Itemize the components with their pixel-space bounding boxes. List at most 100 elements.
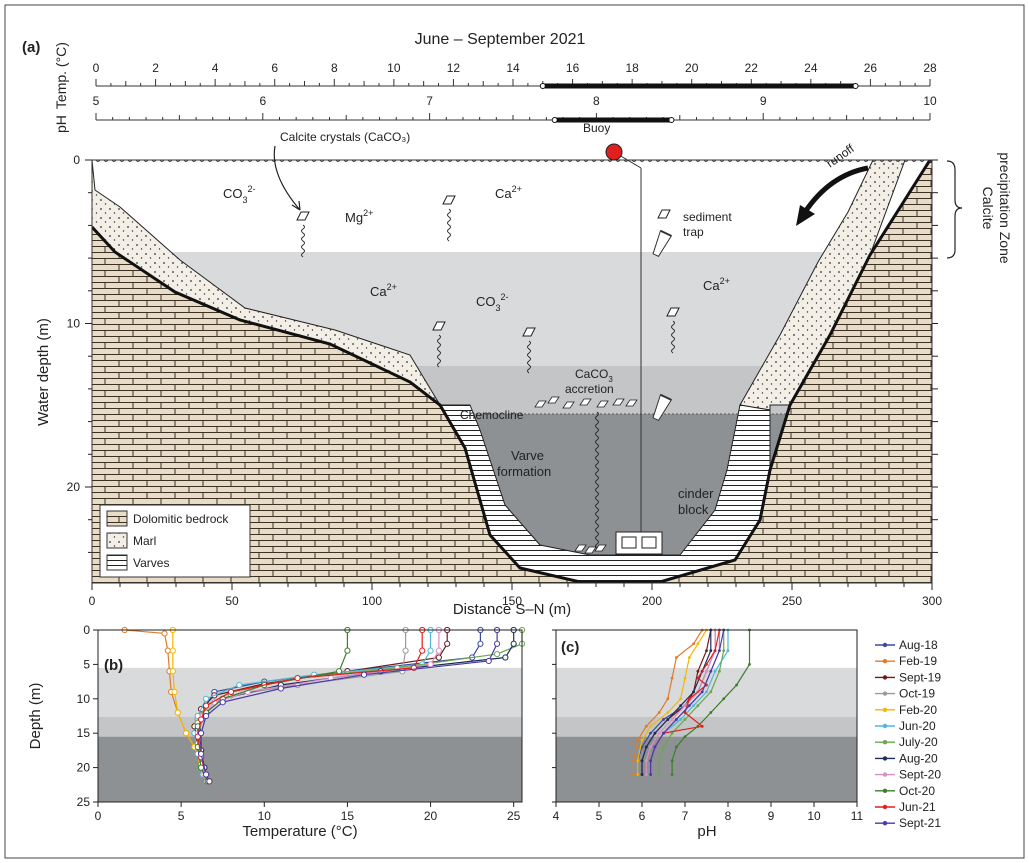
panel-c-series	[632, 628, 751, 776]
series-point	[670, 773, 674, 776]
label-caco3-accretion: CaCO3	[575, 367, 613, 384]
series-point	[657, 773, 661, 776]
x-tick-label: 10	[258, 809, 272, 823]
sediment-trap-lower-icon	[652, 393, 673, 421]
series-point	[636, 738, 640, 742]
series-line	[645, 630, 716, 775]
x-tick-label: 20	[424, 809, 438, 823]
series-point	[169, 668, 176, 675]
series-point	[683, 735, 687, 739]
series-point	[649, 731, 652, 735]
series-point	[700, 724, 704, 728]
series-point	[644, 745, 648, 749]
label-calcite-crystals: Calcite crystals (CaCO₃)	[280, 130, 410, 144]
scale-axis-labels: pHTemp. (°C)	[53, 42, 69, 133]
series-point	[219, 699, 226, 706]
series-point	[644, 759, 648, 763]
series-point	[679, 697, 683, 701]
legend-item: Jun-20	[875, 719, 936, 733]
x-tick-label: 5	[178, 809, 185, 823]
series-point	[683, 676, 687, 680]
series-point	[202, 771, 210, 778]
series-point	[696, 704, 700, 708]
label-accretion: accretion	[565, 382, 614, 396]
panel-b-band-middle	[98, 716, 522, 737]
legend-label: Aug-18	[899, 638, 938, 652]
x-tick-label: 0	[95, 809, 102, 823]
series-line	[641, 630, 712, 775]
legend-label: Sept-19	[899, 670, 941, 684]
series-point	[657, 711, 661, 714]
series-line	[671, 630, 751, 775]
temp-tick-label: 4	[212, 61, 219, 75]
legend-item: Feb-19	[875, 654, 937, 668]
series-point	[174, 709, 181, 716]
label-co3-mid: CO32-	[476, 292, 509, 313]
series-point	[726, 649, 730, 653]
temp-tick-label: 6	[271, 61, 278, 75]
series-point	[632, 773, 635, 776]
series-point	[657, 759, 661, 763]
series-point	[696, 669, 700, 673]
y-tick-label: 20	[67, 480, 81, 494]
panel-b-label: (b)	[104, 657, 123, 674]
series-point	[644, 724, 648, 728]
cinder-block-icon	[615, 531, 663, 555]
ph-tick-label: 5	[93, 94, 100, 108]
temp-tick-label: 22	[745, 61, 759, 75]
series-feb-19	[632, 628, 704, 776]
label-mg: Mg2+	[345, 208, 373, 225]
legend-item: Sept-21	[875, 816, 941, 830]
series-point	[683, 704, 687, 708]
series-point	[662, 745, 665, 749]
x-tick-label: 50	[225, 594, 239, 608]
legend-label: Sept-21	[899, 816, 941, 830]
temp-tick-label: 10	[387, 61, 401, 75]
x-tick-label: 100	[362, 594, 382, 608]
runoff-arrow	[802, 165, 869, 214]
buoy-label: Buoy	[583, 121, 610, 135]
sediment-trap-icon	[652, 229, 673, 257]
series-point	[687, 697, 691, 701]
series-point	[435, 647, 442, 654]
legend-item: Sept-20	[875, 768, 941, 782]
x-tick-label: 25	[507, 809, 521, 823]
legend-label: Feb-19	[899, 654, 937, 668]
series-point	[666, 718, 670, 721]
marl-right	[739, 160, 906, 411]
series-point	[722, 649, 726, 653]
temp-tick-label: 18	[625, 61, 639, 75]
series-aug-20	[640, 628, 713, 776]
series-point	[705, 690, 708, 694]
series-point	[705, 649, 708, 653]
series-july-20	[657, 628, 726, 776]
series-point	[202, 695, 210, 702]
series-point	[718, 669, 721, 673]
buoy-icon	[605, 143, 623, 161]
panel-c-label: (c)	[561, 639, 579, 656]
series-point	[161, 630, 168, 637]
dolomitic-bedrock	[92, 160, 932, 583]
legend-label: Aug-20	[899, 751, 938, 765]
crystal-arrow	[273, 145, 301, 211]
x-tick-label: 0	[89, 594, 96, 608]
series-line	[658, 630, 725, 775]
distance-axis-label: Distance S–N (m)	[453, 601, 571, 618]
series-line	[650, 629, 725, 775]
temp-tick-label: 2	[152, 61, 159, 75]
legend-label: Oct-20	[899, 784, 935, 798]
series-point	[705, 669, 708, 673]
temp-tick-label: 8	[331, 61, 338, 75]
series-point	[197, 716, 205, 723]
series-point	[335, 668, 343, 675]
y-tick-label: 10	[77, 692, 91, 706]
series-point	[653, 731, 657, 735]
series-point	[197, 750, 205, 757]
y-tick-label: 15	[77, 726, 91, 740]
series-sept-21	[197, 626, 501, 785]
series-point	[696, 642, 700, 646]
